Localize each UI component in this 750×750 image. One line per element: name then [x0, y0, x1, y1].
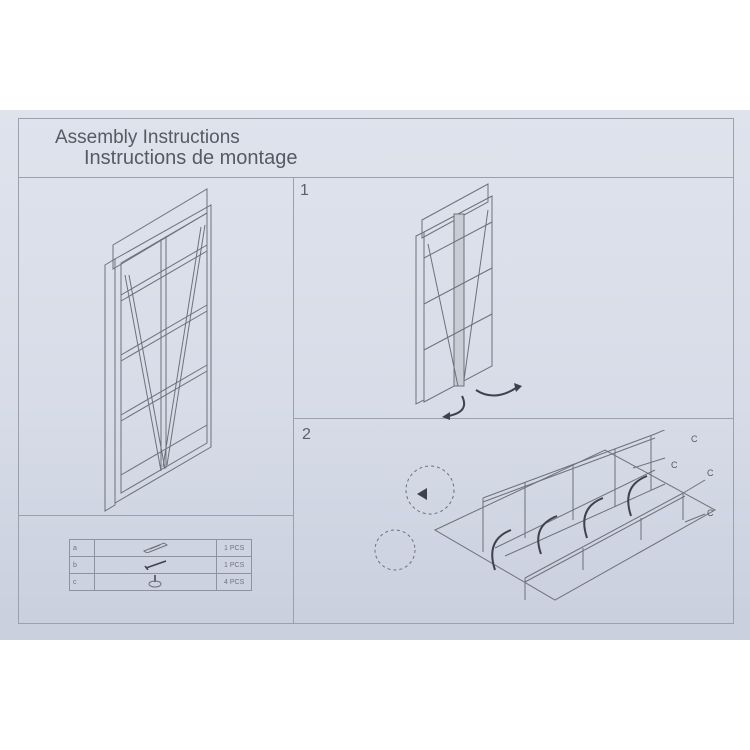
- instruction-frame: [18, 118, 734, 624]
- parts-divider: [18, 515, 293, 516]
- part-quantity: 1 PCS: [216, 556, 252, 574]
- screw-icon: [144, 560, 167, 571]
- anchor-plug-icon: [143, 542, 169, 554]
- title-french: Instructions de montage: [84, 147, 298, 169]
- parts-table: a 1 PCS b 1 PCS c 4 PCS: [69, 539, 252, 591]
- parts-row: b 1 PCS: [69, 556, 252, 574]
- part-picture: [93, 539, 218, 557]
- part-picture: [93, 556, 218, 574]
- parts-row: c 4 PCS: [69, 573, 252, 591]
- part-letter: a: [69, 539, 95, 557]
- part-quantity: 4 PCS: [216, 573, 252, 591]
- foot-pad-icon: [148, 575, 162, 588]
- step-divider: [293, 418, 734, 419]
- step-2-number: 2: [302, 426, 311, 443]
- parts-row: a 1 PCS: [69, 539, 252, 557]
- part-quantity: 1 PCS: [216, 539, 252, 557]
- title-box: [18, 118, 734, 178]
- step-2-illustration: C C C C: [374, 430, 717, 601]
- step-1-illustration: [415, 183, 522, 420]
- foot-label-c: C: [671, 460, 678, 470]
- folded-rack-illustration: [104, 188, 212, 512]
- foot-label-c: C: [691, 434, 698, 444]
- part-picture: [93, 573, 218, 591]
- column-divider: [293, 177, 294, 624]
- foot-label-c: C: [707, 508, 714, 518]
- step-1-number: 1: [300, 182, 309, 199]
- part-letter: c: [69, 573, 95, 591]
- foot-label-c: C: [707, 468, 714, 478]
- title-english: Assembly Instructions: [55, 127, 240, 148]
- part-letter: b: [69, 556, 95, 574]
